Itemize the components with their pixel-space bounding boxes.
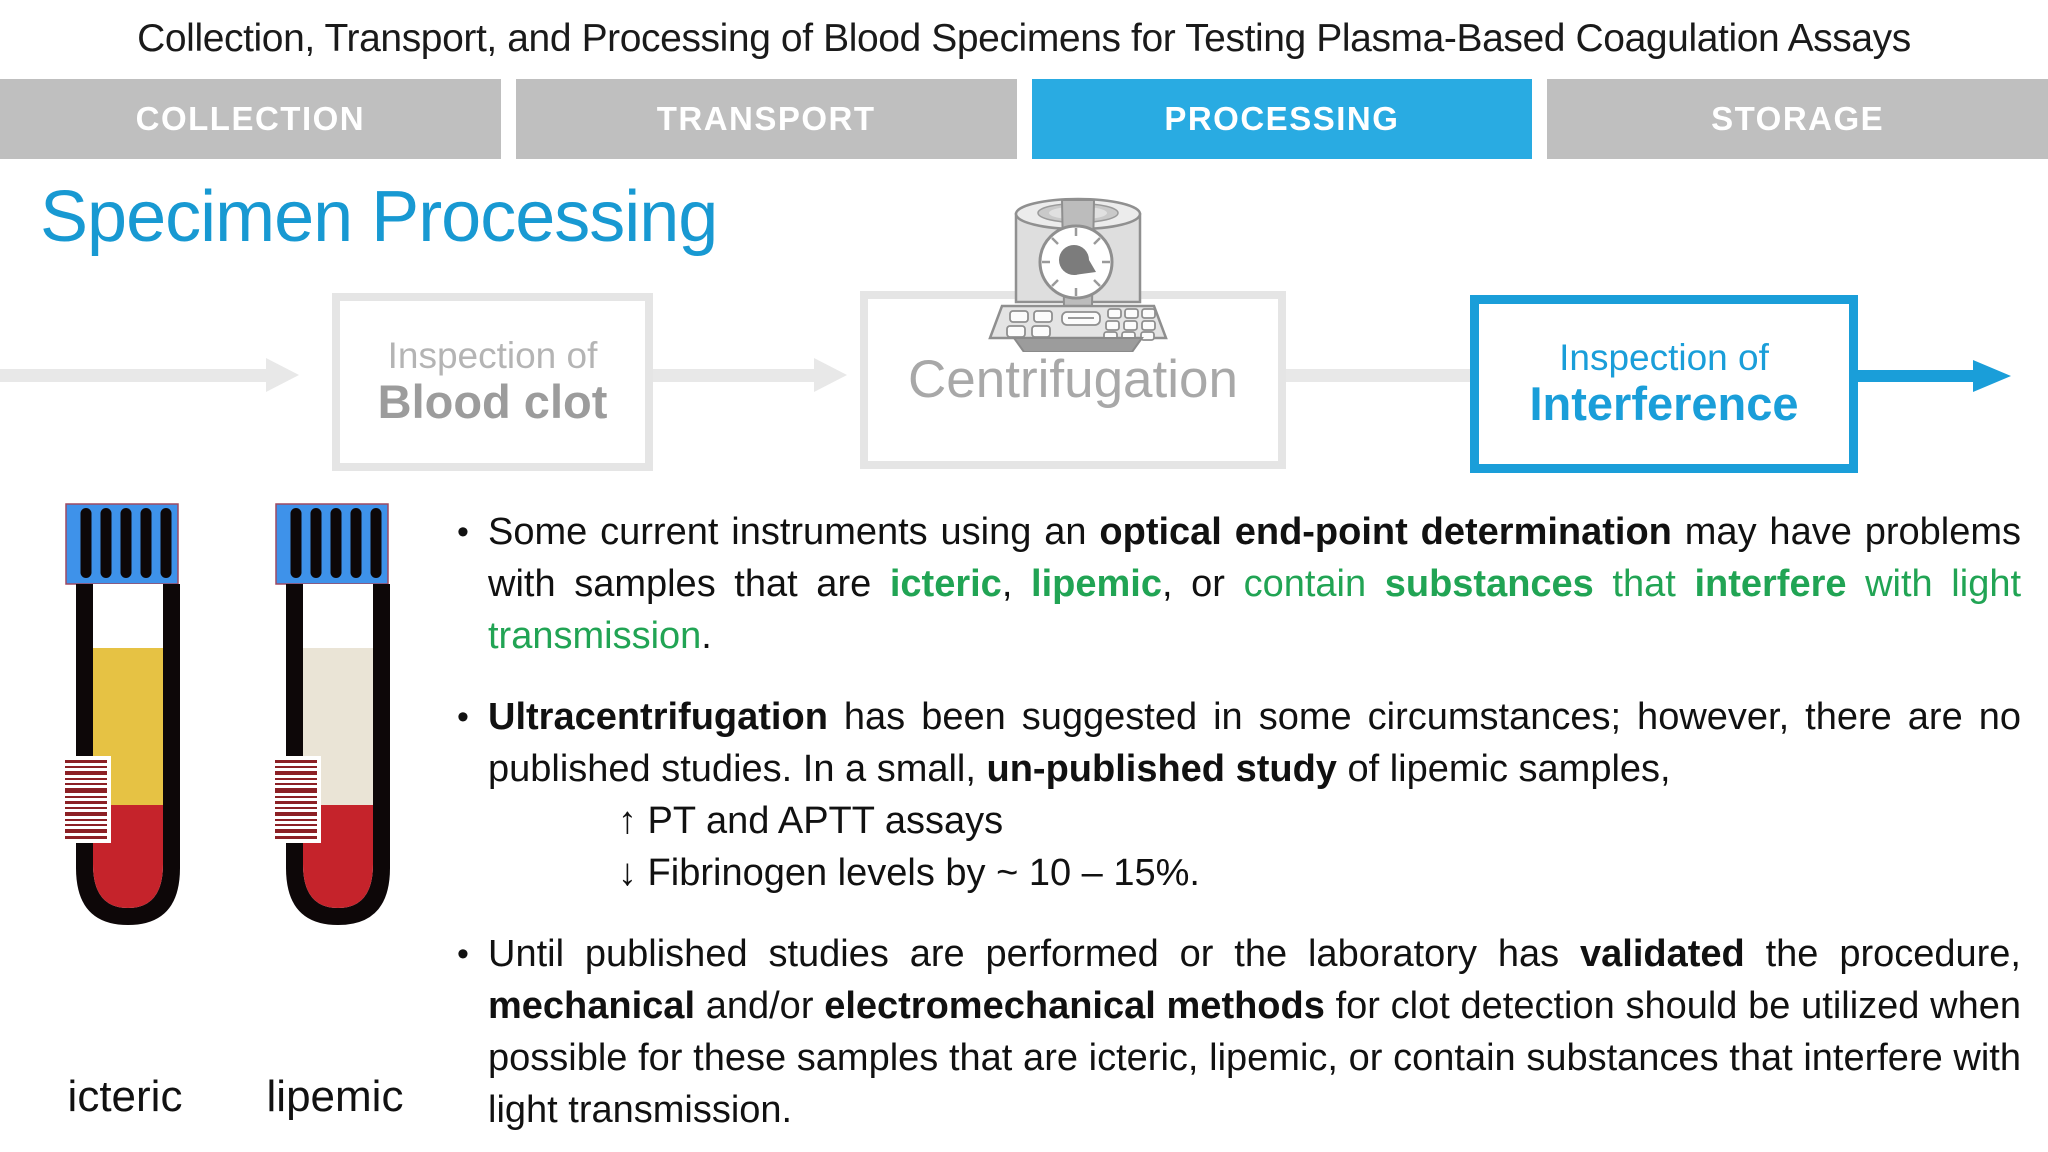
flow-arrow-blue-head bbox=[1973, 360, 2011, 392]
flow-arrow-head bbox=[266, 358, 299, 392]
bullet-marker: • bbox=[457, 698, 469, 736]
flow-arrow-shaft bbox=[0, 369, 266, 382]
flow-step-interference: Inspection of Interference bbox=[1470, 295, 1858, 473]
bullet-subline: ↑ PT and APTT assays bbox=[618, 800, 1004, 842]
lipemic-label: lipemic bbox=[266, 1072, 404, 1121]
flow-step-name: Interference bbox=[1529, 377, 1799, 431]
tab-bar: COLLECTION TRANSPORT PROCESSING STORAGE bbox=[0, 79, 2048, 159]
centrifuge-icon bbox=[988, 197, 1168, 352]
tube-cap-ridges bbox=[80, 508, 172, 578]
lipemic-tube-illustration bbox=[271, 503, 390, 925]
tab-storage[interactable]: STORAGE bbox=[1547, 79, 2048, 159]
bullet-subline: ↓ Fibrinogen levels by ~ 10 – 15%. bbox=[618, 852, 1200, 894]
flow-step-prefix: Inspection of bbox=[387, 334, 598, 376]
bullet-text: Some current instruments using an optica… bbox=[488, 511, 2022, 657]
bullet-list: • Some current instruments using an optic… bbox=[455, 506, 2021, 1152]
bullet-marker: • bbox=[457, 513, 469, 551]
flow-step-name: Centrifugation bbox=[908, 350, 1238, 410]
tab-collection[interactable]: COLLECTION bbox=[0, 79, 501, 159]
bullet-marker: • bbox=[457, 935, 469, 973]
flow-step-name: Blood clot bbox=[377, 375, 608, 429]
bullet-text: Until published studies are performed or… bbox=[488, 933, 2021, 1131]
bullet-item: • Some current instruments using an optic… bbox=[455, 506, 2021, 662]
bullet-text: Ultracentrifugation has been suggested i… bbox=[488, 691, 2021, 899]
flow-arrow-shaft bbox=[1274, 369, 1505, 382]
bullet-item: • Ultracentrifugation has been suggested … bbox=[455, 691, 2021, 899]
bullet-item: • Until published studies are performed o… bbox=[455, 928, 2021, 1136]
flow-arrow-blue-shaft bbox=[1840, 370, 1973, 382]
flow-step-blood-clot: Inspection of Blood clot bbox=[332, 293, 653, 471]
tab-transport[interactable]: TRANSPORT bbox=[515, 79, 1017, 159]
section-heading: Specimen Processing bbox=[40, 177, 718, 257]
barcode-stripes bbox=[65, 760, 107, 839]
barcode-label bbox=[61, 756, 111, 843]
barcode-stripes bbox=[275, 760, 317, 839]
icteric-label: icteric bbox=[67, 1072, 183, 1121]
flow-arrow-head bbox=[814, 358, 847, 392]
page-title: Collection, Transport, and Processing of… bbox=[137, 17, 1911, 60]
icteric-tube-illustration bbox=[61, 503, 180, 925]
flow-step-prefix: Inspection of bbox=[1559, 336, 1769, 378]
barcode-label bbox=[271, 756, 321, 843]
tab-processing[interactable]: PROCESSING bbox=[1031, 79, 1533, 159]
flow-arrow-shaft bbox=[641, 369, 814, 382]
tube-cap-ridges bbox=[290, 508, 382, 578]
